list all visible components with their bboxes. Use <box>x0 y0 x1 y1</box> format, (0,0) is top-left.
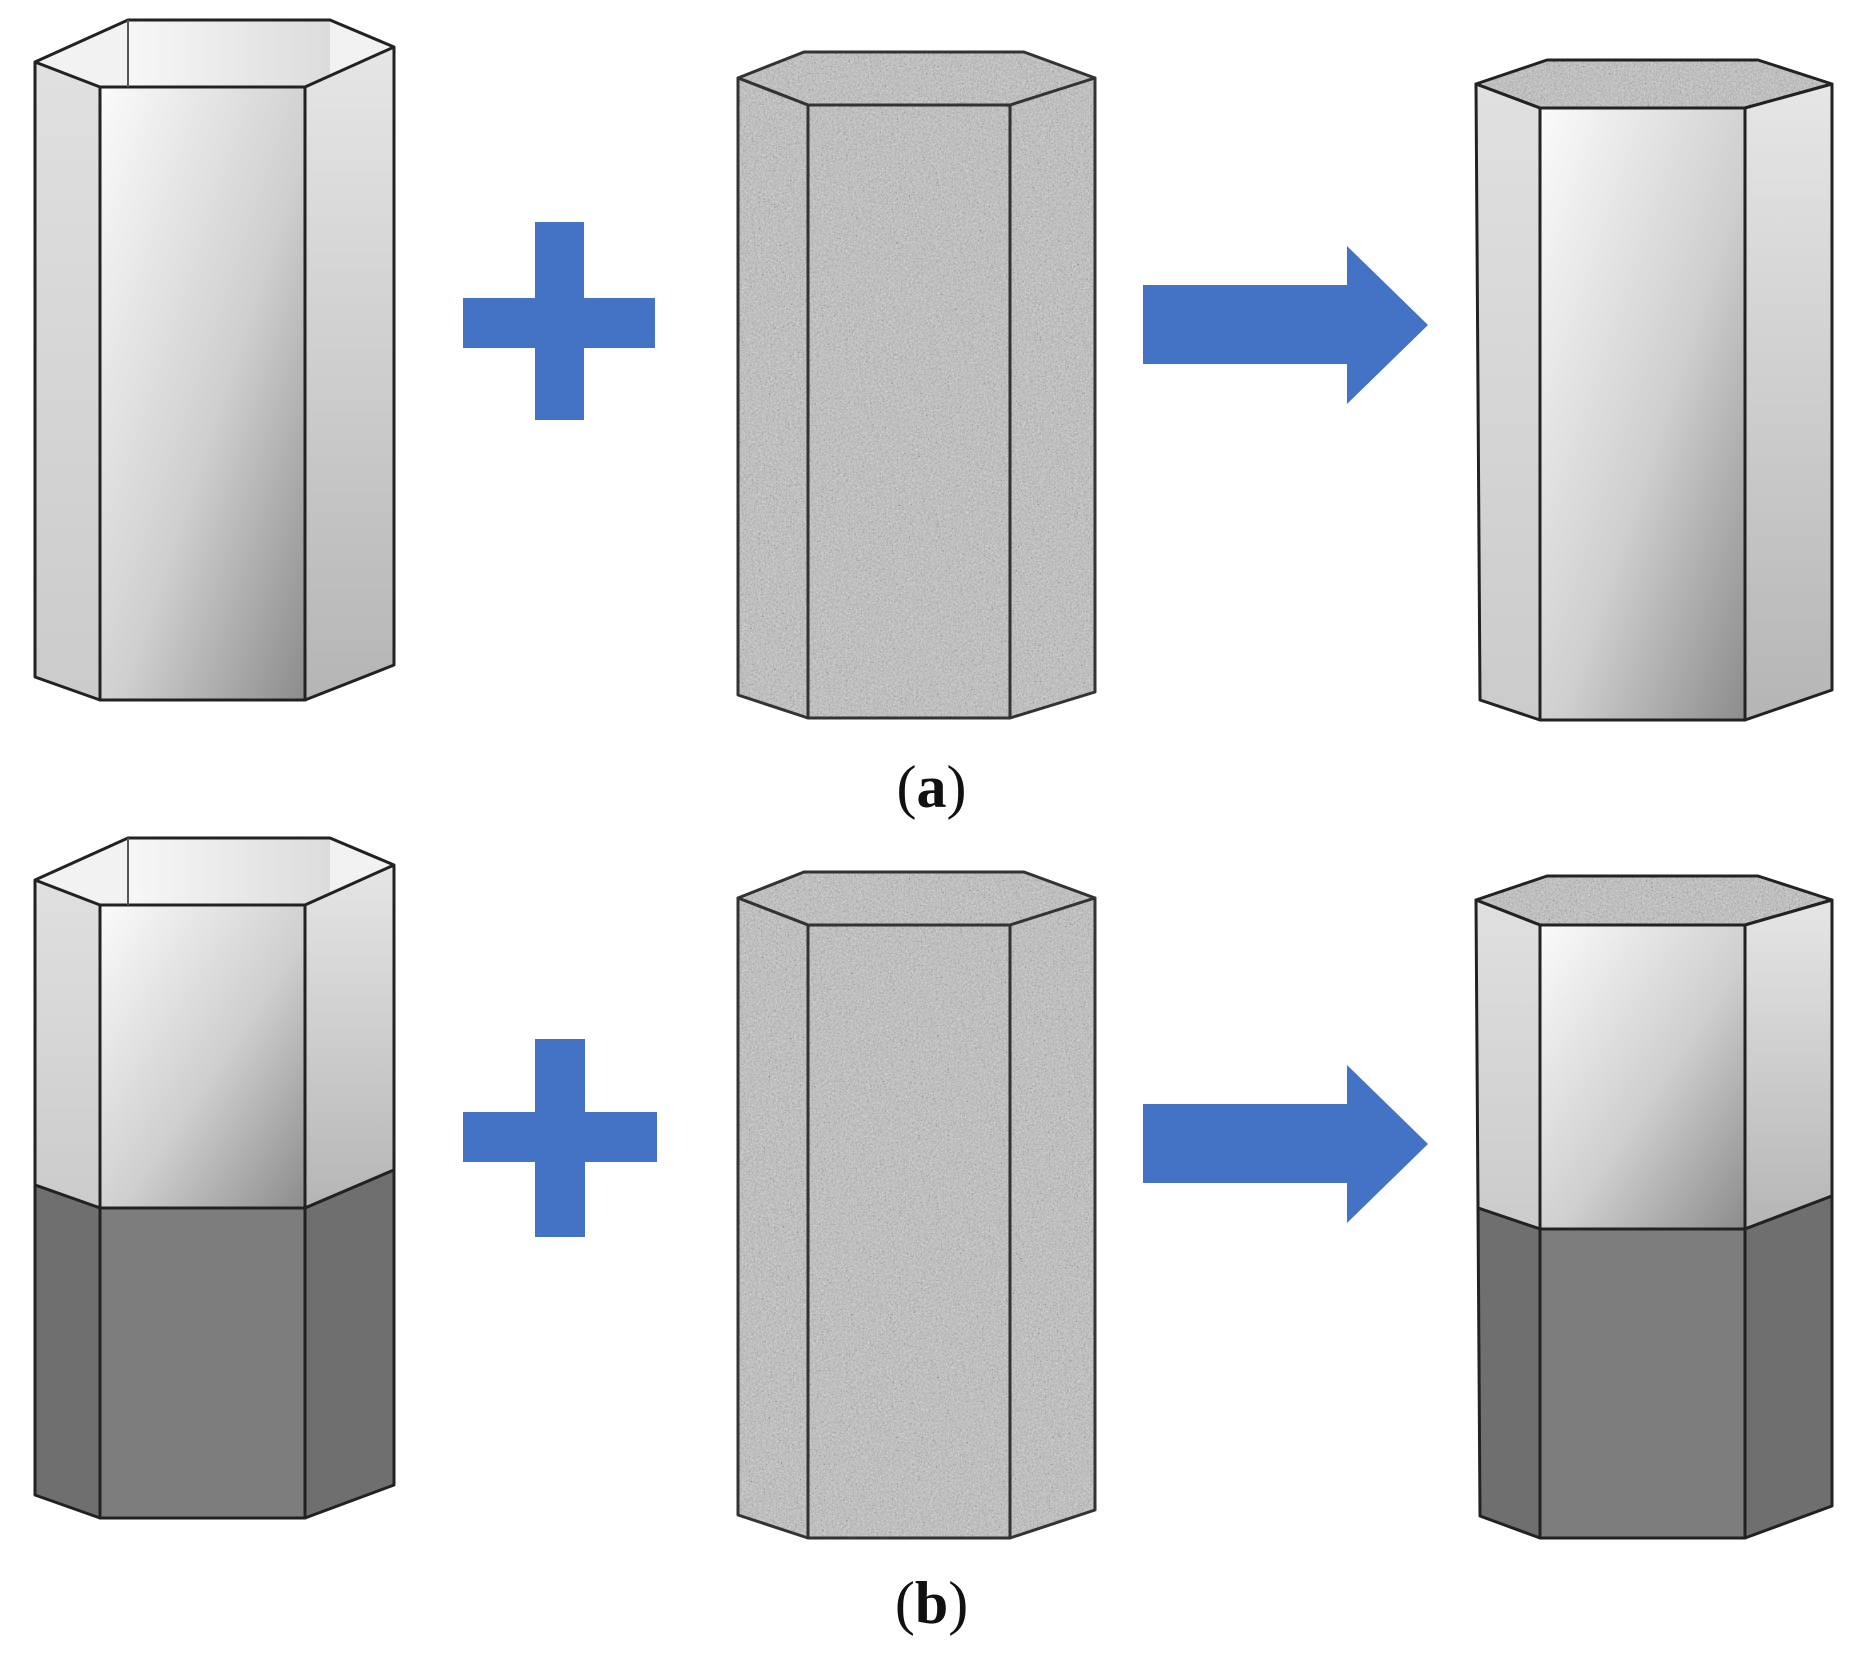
arrow-right-icon <box>1143 1065 1428 1223</box>
foam-column-a <box>736 50 1097 720</box>
filled-bonded-tube-b <box>1474 874 1834 1540</box>
filled-tube-a <box>1474 58 1834 722</box>
empty-bonded-tube-b <box>33 836 396 1520</box>
panel-label-a: (a) <box>896 754 967 820</box>
empty-tube-a <box>33 18 396 702</box>
plus-icon <box>463 222 655 420</box>
panel-label-b: (b) <box>894 1570 969 1636</box>
panel-label-a-letter: a <box>916 754 947 820</box>
arrow-right-icon <box>1143 246 1428 404</box>
panel-label-b-letter: b <box>914 1570 949 1636</box>
foam-column-b <box>736 870 1097 1540</box>
plus-icon <box>463 1039 657 1237</box>
